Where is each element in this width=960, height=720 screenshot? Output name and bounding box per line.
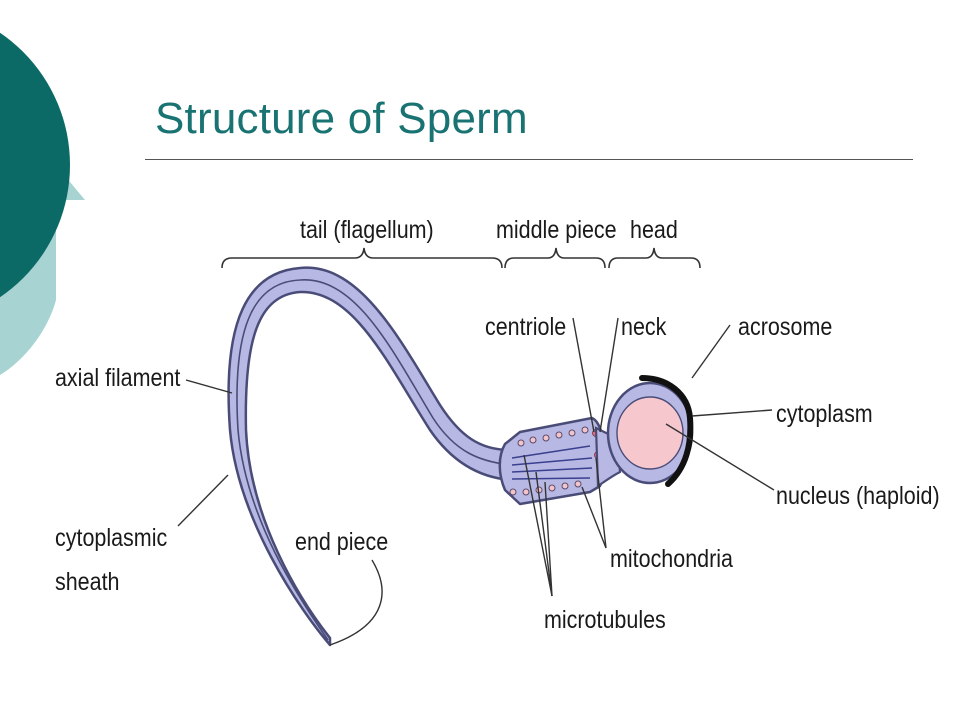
deco-dark-ledge: [0, 195, 57, 215]
page-title: Structure of Sperm: [155, 94, 528, 143]
leader-mitochondria-2: [595, 457, 607, 549]
label-neck: neck: [621, 312, 667, 340]
leader-nucleus: [665, 423, 775, 491]
label-nucleus: nucleus (haploid): [776, 481, 940, 509]
label-axial-filament: axial filament: [55, 363, 181, 391]
leader-acrosome: [691, 324, 731, 379]
mitochondria-dots: [509, 426, 589, 496]
label-middle-piece: middle piece: [496, 215, 617, 243]
axial-filament-line: [236, 279, 513, 641]
label-end-piece: end piece: [295, 527, 388, 555]
sperm-tail: [227, 266, 514, 647]
leader-mitochondria-1: [581, 486, 607, 549]
label-centriole: centriole: [485, 312, 566, 340]
leader-neck: [599, 317, 619, 433]
leader-axial-filament: [185, 379, 233, 394]
title-divider: [145, 159, 913, 160]
tail-brace: [221, 247, 503, 269]
leader-microtubules-3: [544, 481, 553, 597]
label-mitochondria: mitochondria: [610, 544, 733, 572]
leader-lines: [177, 317, 775, 646]
acrosome-cap: [639, 375, 694, 487]
leader-cytoplasmic-sheath: [177, 474, 229, 527]
deco-dark-circle: [0, 32, 70, 298]
leader-cytoplasm: [691, 409, 773, 417]
label-tail: tail (flagellum): [300, 215, 434, 243]
microtubule-lines: [511, 445, 593, 480]
leader-end-piece: [329, 559, 383, 646]
label-cytoplasmic-sheath-line1: cytoplasmic: [55, 523, 168, 551]
middle-piece-brace: [504, 247, 606, 269]
label-cytoplasm: cytoplasm: [776, 399, 873, 427]
slide-decoration: [0, 32, 85, 375]
head-brace: [608, 247, 701, 269]
leader-centriole: [572, 317, 595, 433]
section-braces: [221, 247, 701, 269]
leader-microtubules-1: [535, 471, 553, 597]
leader-microtubules-2: [523, 454, 553, 597]
label-cytoplasmic-sheath-line2: sheath: [55, 567, 120, 595]
label-microtubules: microtubules: [544, 605, 666, 633]
nucleus: [616, 396, 684, 470]
label-acrosome: acrosome: [738, 312, 832, 340]
label-head: head: [630, 215, 678, 243]
